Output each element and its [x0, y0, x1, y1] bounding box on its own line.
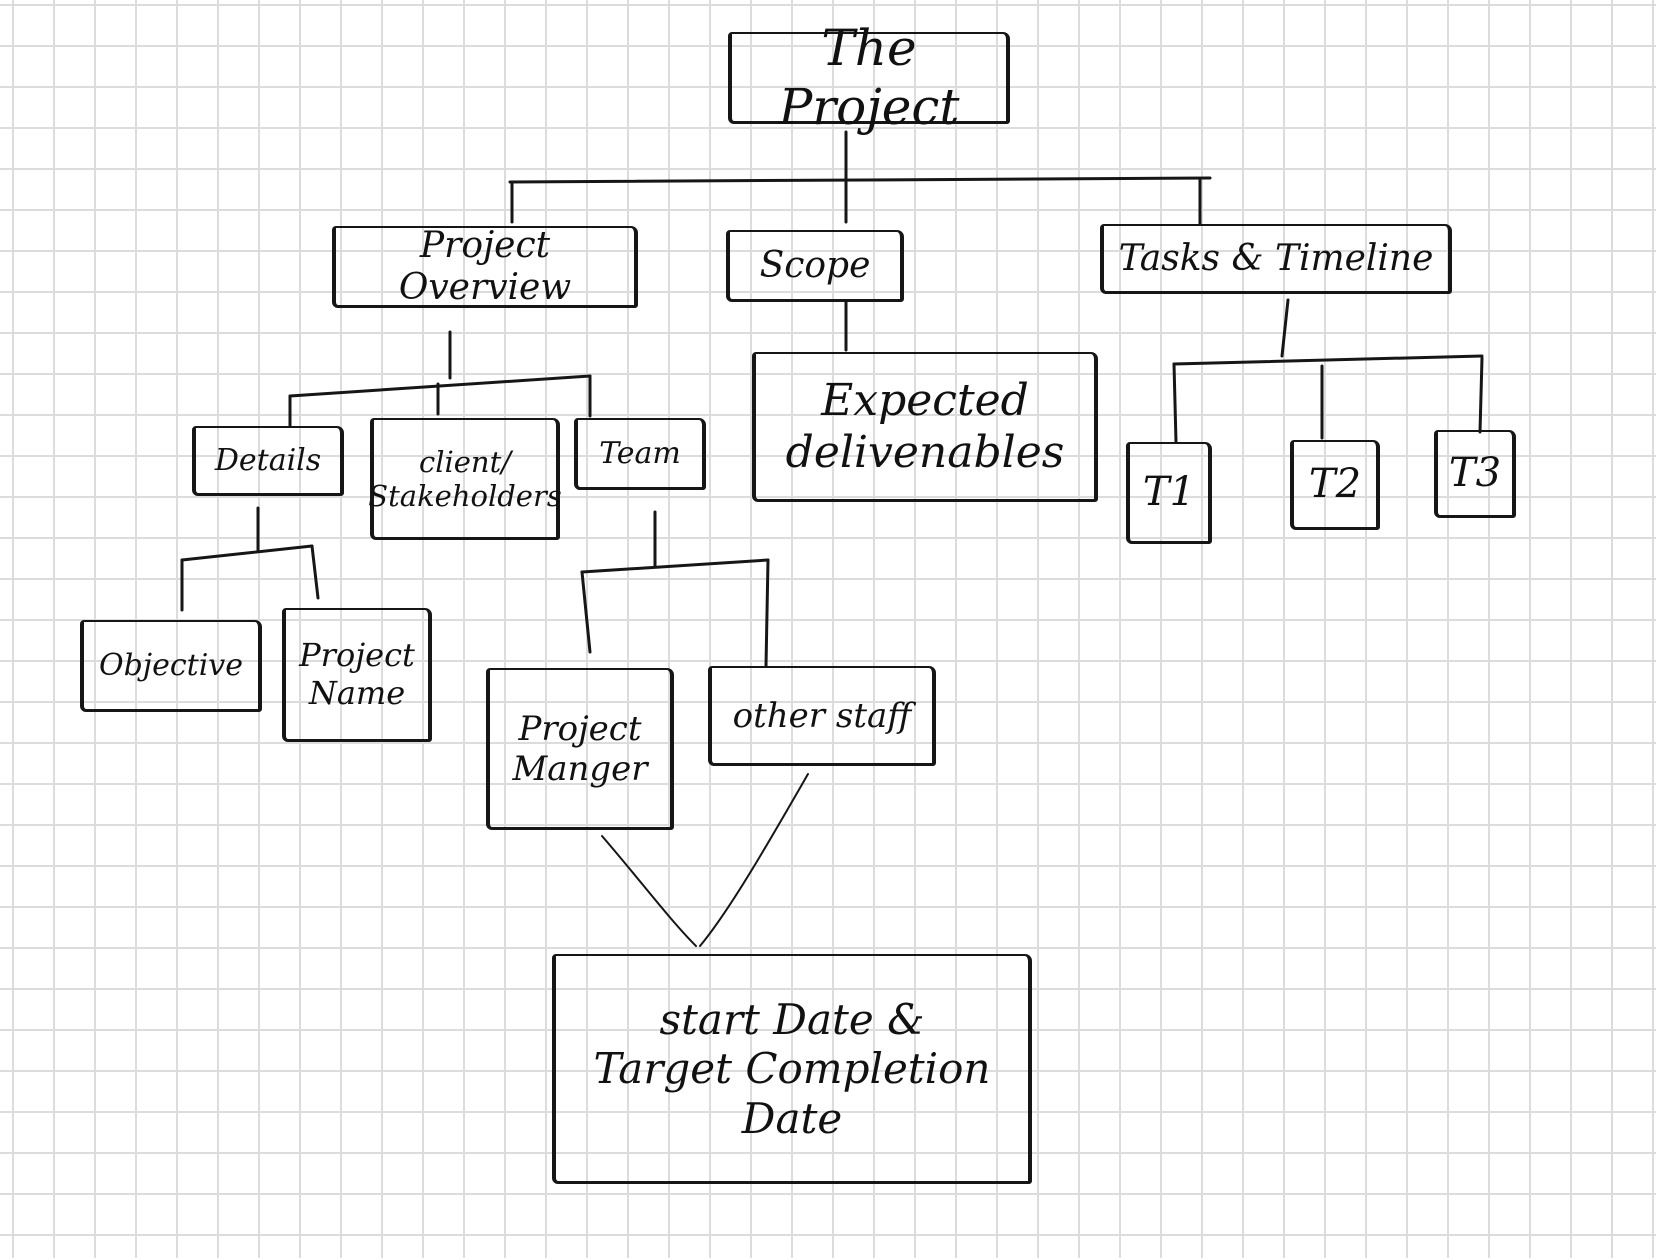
node-frame	[192, 426, 344, 496]
project-name-label: Project Name	[299, 636, 415, 712]
node-frame	[1434, 430, 1516, 518]
node-frame	[282, 608, 432, 742]
node-t1: T1	[1126, 442, 1212, 544]
connector-overview-bar	[288, 374, 592, 398]
connector-to-project-name	[310, 544, 320, 600]
node-expected-deliverables: Expected delivenables	[752, 352, 1098, 502]
tasks-timeline-label: Tasks & Timeline	[1118, 237, 1434, 279]
t3-label: T3	[1448, 450, 1502, 497]
node-objective: Objective	[80, 620, 262, 712]
node-scope: Scope	[726, 230, 904, 302]
connector-details-bar	[180, 544, 314, 562]
node-frame	[752, 352, 1098, 502]
project-manager-label: Project Manger	[512, 708, 648, 789]
node-root: The Project	[728, 19, 1010, 136]
node-project-name: Project Name	[282, 608, 432, 742]
other-staff-label: other staff	[732, 695, 912, 736]
node-t3: T3	[1434, 430, 1516, 518]
node-project-manager: Project Manger	[486, 668, 674, 830]
node-frame	[332, 226, 638, 308]
t1-label: T1	[1142, 469, 1196, 516]
start-target-date-label: start Date & Target Completion Date	[593, 994, 991, 1143]
node-frame	[708, 666, 936, 766]
node-frame	[80, 620, 262, 712]
connector-to-manager	[580, 570, 592, 654]
node-t2: T2	[1290, 440, 1380, 530]
node-frame	[1126, 442, 1212, 544]
client-stakeholders-label: client/ Stakeholders	[368, 444, 562, 513]
node-tasks-timeline: Tasks & Timeline	[1100, 224, 1452, 294]
node-frame	[726, 230, 904, 302]
node-frame	[1100, 224, 1452, 294]
root-label: The Project	[778, 19, 960, 136]
t2-label: T2	[1308, 461, 1362, 508]
connector-level1-bar	[508, 176, 1212, 184]
connector-tasks-bar	[1172, 354, 1484, 366]
connector-manager-to-dates	[601, 835, 697, 947]
node-frame	[728, 32, 1010, 124]
objective-label: Objective	[98, 648, 243, 684]
node-other-staff: other staff	[708, 666, 936, 766]
scope-label: Scope	[759, 244, 871, 286]
connector-to-staff	[764, 558, 770, 668]
connector-to-t3	[1478, 356, 1484, 434]
connector-to-t1	[1172, 362, 1178, 444]
expected-deliverables-label: Expected delivenables	[785, 375, 1065, 478]
node-details: Details	[192, 426, 344, 496]
connector-team-bar	[580, 558, 770, 574]
node-start-target-date: start Date & Target Completion Date	[552, 954, 1032, 1184]
node-project-overview: Project Overview	[332, 224, 638, 308]
connector-staff-to-dates	[699, 773, 809, 947]
team-label: Team	[599, 436, 681, 472]
node-frame	[370, 418, 560, 540]
details-label: Details	[214, 443, 322, 479]
node-frame	[486, 668, 674, 830]
node-frame	[552, 954, 1032, 1184]
node-client-stakeholders: client/ Stakeholders	[368, 418, 562, 540]
node-team: Team	[574, 418, 706, 490]
project-overview-label: Project Overview	[398, 224, 572, 308]
node-frame	[574, 418, 706, 490]
connector-tasks-stem	[1280, 298, 1290, 358]
node-frame	[1290, 440, 1380, 530]
